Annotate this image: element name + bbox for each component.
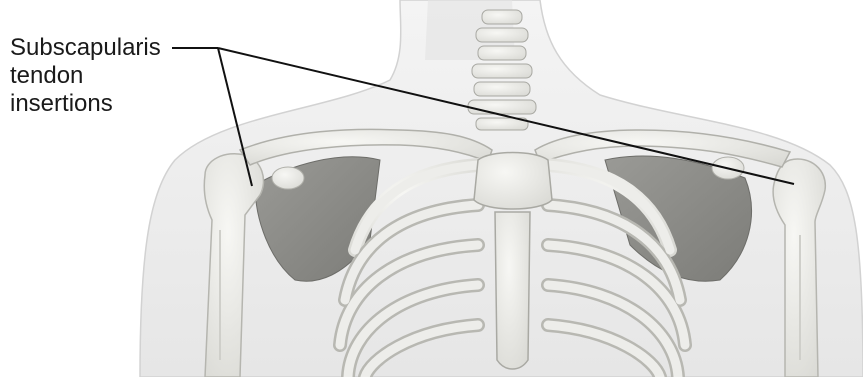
subscapularis-label: Subscapularis tendon insertions xyxy=(10,34,161,118)
label-line-3: insertions xyxy=(10,90,161,118)
label-line-1: Subscapularis xyxy=(10,34,161,62)
label-line-2: tendon xyxy=(10,62,161,90)
left-coracoid-process xyxy=(272,167,304,189)
